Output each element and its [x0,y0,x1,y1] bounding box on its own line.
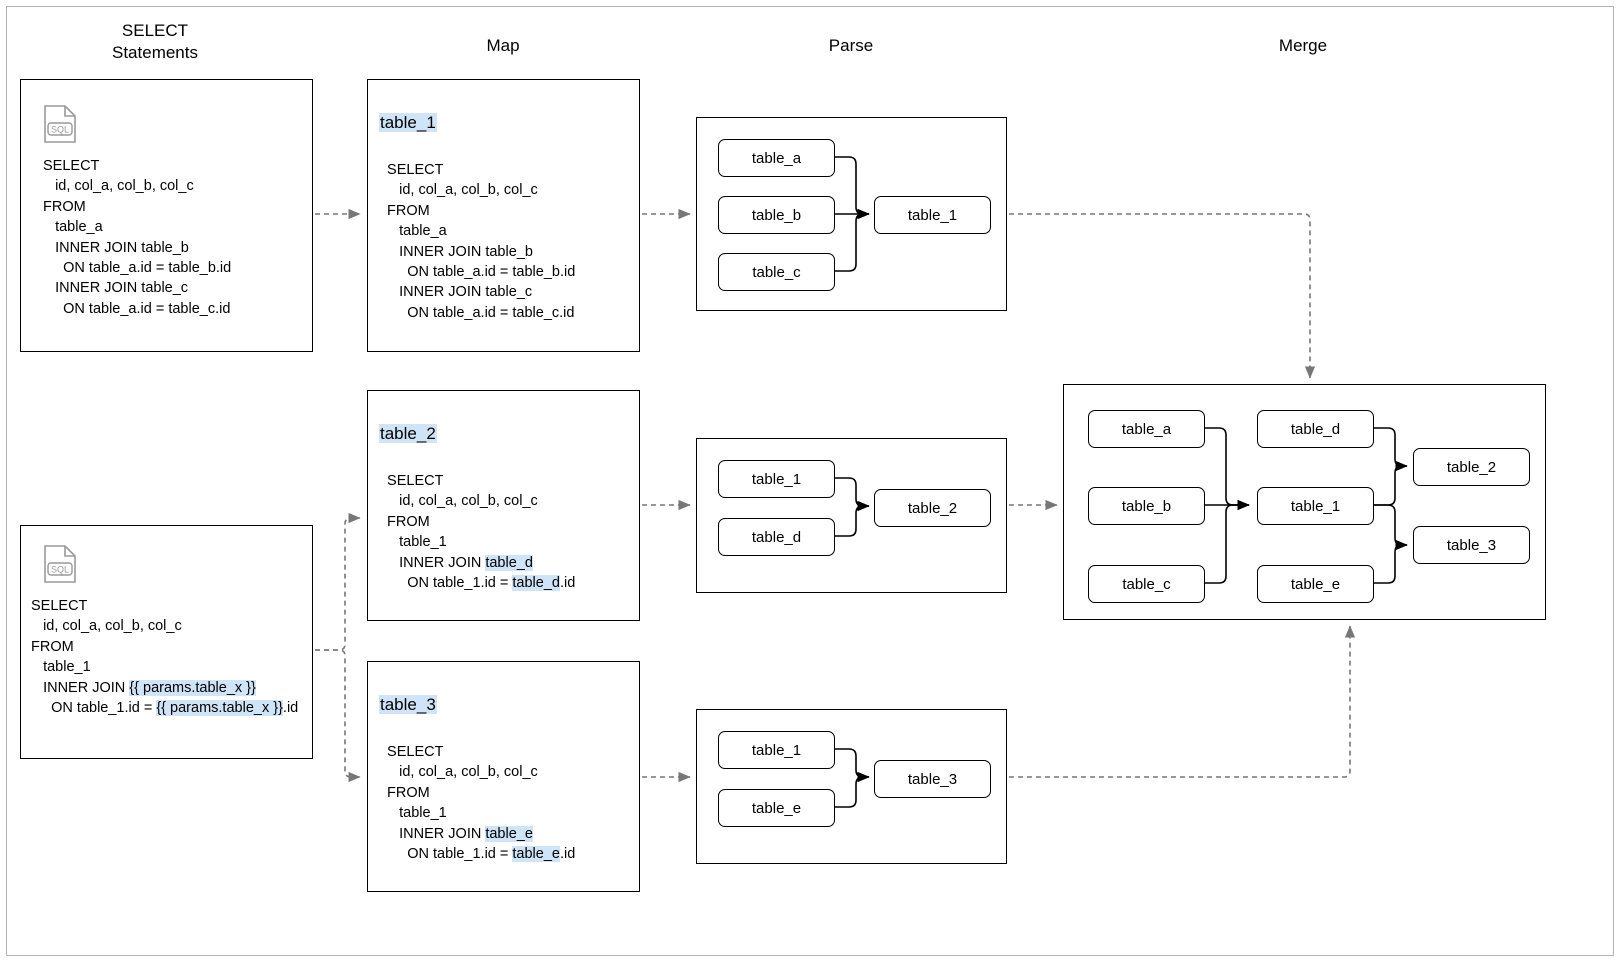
code-line: table_1 [379,534,447,551]
code-line: table_1 [31,659,91,676]
code-line: id, col_a, col_b, col_c [43,178,194,195]
code-line: INNER JOIN table_c [43,280,189,297]
code-line: SELECT [31,598,88,614]
code-line: FROM [379,784,430,801]
parse-panel-3[interactable]: table_1 table_e table_3 [696,709,1007,864]
parse-node-output[interactable]: table_1 [874,196,991,234]
map-panel-table-2[interactable]: table_2 SELECT id, col_a, col_b, col_c F… [367,390,640,621]
parse-panel-2[interactable]: table_1 table_d table_2 [696,438,1007,593]
parse-node-input[interactable]: table_b [718,196,835,234]
parse-node-input[interactable]: table_1 [718,731,835,769]
column-header-merge: Merge [1278,36,1328,55]
code-line: SELECT [379,473,444,489]
code-line: INNER JOIN table_e [379,825,533,842]
highlighted-token: table_e [485,825,533,842]
highlighted-token: table_d [512,574,560,591]
merge-node-source[interactable]: table_b [1088,487,1205,525]
code-line: ON table_1.id = {{ params.table_x }}.id [31,699,299,716]
highlighted-token: table_d [485,554,533,571]
code-line: SELECT [379,162,444,178]
parse-panel-1[interactable]: table_a table_b table_c table_1 [696,117,1007,311]
map-panel-title: table_1 [379,113,437,132]
code-line: id, col_a, col_b, col_c [379,493,538,510]
code-line: FROM [379,202,430,219]
svg-text:SQL: SQL [51,564,69,574]
sql-file-icon: SQL [44,545,76,583]
column-header-parse: Parse [828,36,874,55]
highlighted-token: {{ params.table_x }} [156,699,283,716]
map-panel-table-3[interactable]: table_3 SELECT id, col_a, col_b, col_c F… [367,661,640,892]
map-panel-title: table_3 [379,695,437,714]
code-line: SELECT [379,744,444,760]
code-line: FROM [379,513,430,530]
svg-text:SQL: SQL [51,124,69,134]
merge-node-source[interactable]: table_a [1088,410,1205,448]
code-line: INNER JOIN table_d [379,554,533,571]
map-panel-table-1[interactable]: table_1 SELECT id, col_a, col_b, col_c F… [367,79,640,352]
merge-node-mid[interactable]: table_e [1257,565,1374,603]
code-line: table_a [379,223,447,240]
parse-node-input[interactable]: table_e [718,789,835,827]
code-line: FROM [31,638,74,655]
code-line: ON table_a.id = table_c.id [43,300,231,317]
code-line: ON table_a.id = table_b.id [43,259,232,276]
code-line: INNER JOIN table_b [43,239,189,256]
highlighted-token: table_e [512,845,560,862]
parse-node-input[interactable]: table_1 [718,460,835,498]
code-line: INNER JOIN table_c [379,284,533,301]
code-line: ON table_1.id = table_d.id [379,574,576,591]
parse-node-input[interactable]: table_a [718,139,835,177]
code-line: FROM [43,198,86,215]
map-panel-title: table_2 [379,424,437,443]
merge-node-result[interactable]: table_2 [1413,448,1530,486]
code-line: table_a [43,219,103,236]
code-line: ON table_1.id = table_e.id [379,845,576,862]
merge-panel[interactable]: table_a table_b table_c table_d table_1 … [1063,384,1546,620]
sql-file-icon: SQL [44,105,76,143]
code-line: id, col_a, col_b, col_c [31,618,182,635]
merge-node-source[interactable]: table_c [1088,565,1205,603]
merge-node-result[interactable]: table_3 [1413,526,1530,564]
code-line: table_1 [379,805,447,822]
map-code-2: SELECT id, col_a, col_b, col_c FROM tabl… [379,471,575,593]
parse-node-output[interactable]: table_3 [874,760,991,798]
code-line: INNER JOIN table_b [379,243,533,260]
map-code-1: SELECT id, col_a, col_b, col_c FROM tabl… [379,160,575,323]
column-header-map: Map [486,36,520,55]
code-line: id, col_a, col_b, col_c [379,764,538,781]
code-line: ON table_a.id = table_c.id [379,304,575,321]
code-line: INNER JOIN {{ params.table_x }} [31,679,256,696]
column-header-select: SELECT Statements [112,21,198,62]
map-code-3: SELECT id, col_a, col_b, col_c FROM tabl… [379,742,575,864]
code-line: ON table_a.id = table_b.id [379,263,576,280]
parse-node-output[interactable]: table_2 [874,489,991,527]
parse-node-input[interactable]: table_d [718,518,835,556]
merge-node-mid[interactable]: table_1 [1257,487,1374,525]
code-line: SELECT [43,158,100,174]
merge-node-mid[interactable]: table_d [1257,410,1374,448]
code-line: id, col_a, col_b, col_c [379,182,538,199]
parse-node-input[interactable]: table_c [718,253,835,291]
highlighted-token: {{ params.table_x }} [129,679,256,696]
